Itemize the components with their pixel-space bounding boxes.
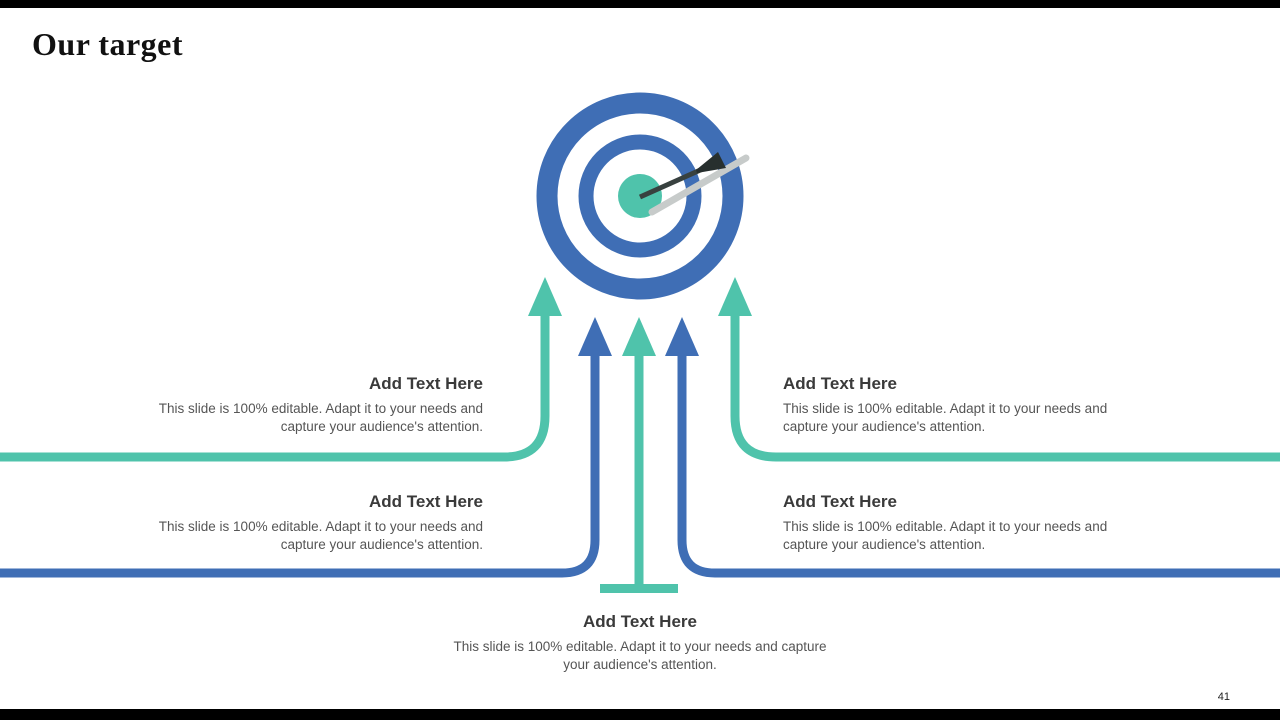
slide-title: Our target bbox=[32, 26, 184, 62]
blue-arrow-left bbox=[0, 317, 612, 578]
block-body: This slide is 100% editable. Adapt it to… bbox=[158, 401, 483, 434]
block-title: Add Text Here bbox=[369, 492, 483, 511]
bottom-accent-bar bbox=[0, 709, 1280, 720]
text-block-bottom-left: Add Text Here This slide is 100% editabl… bbox=[121, 492, 483, 554]
blue-arrow-right bbox=[665, 317, 1280, 578]
teal-arrow-left bbox=[0, 277, 562, 462]
block-body: This slide is 100% editable. Adapt it to… bbox=[783, 401, 1108, 434]
block-body: This slide is 100% editable. Adapt it to… bbox=[453, 639, 827, 672]
teal-arrow-center bbox=[600, 317, 678, 593]
block-body: This slide is 100% editable. Adapt it to… bbox=[783, 519, 1108, 552]
block-title: Add Text Here bbox=[369, 374, 483, 393]
dart-icon bbox=[638, 152, 750, 216]
text-block-top-right: Add Text Here This slide is 100% editabl… bbox=[783, 374, 1145, 436]
page-number: 41 bbox=[1217, 691, 1230, 703]
text-block-top-left: Add Text Here This slide is 100% editabl… bbox=[121, 374, 483, 436]
block-title: Add Text Here bbox=[783, 492, 897, 511]
teal-arrow-right bbox=[718, 277, 1280, 462]
top-accent-bar bbox=[0, 0, 1280, 8]
block-body: This slide is 100% editable. Adapt it to… bbox=[158, 519, 483, 552]
block-title: Add Text Here bbox=[783, 374, 897, 393]
block-title: Add Text Here bbox=[583, 612, 697, 631]
text-block-bottom-center: Add Text Here This slide is 100% editabl… bbox=[449, 612, 831, 674]
text-block-bottom-right: Add Text Here This slide is 100% editabl… bbox=[783, 492, 1145, 554]
